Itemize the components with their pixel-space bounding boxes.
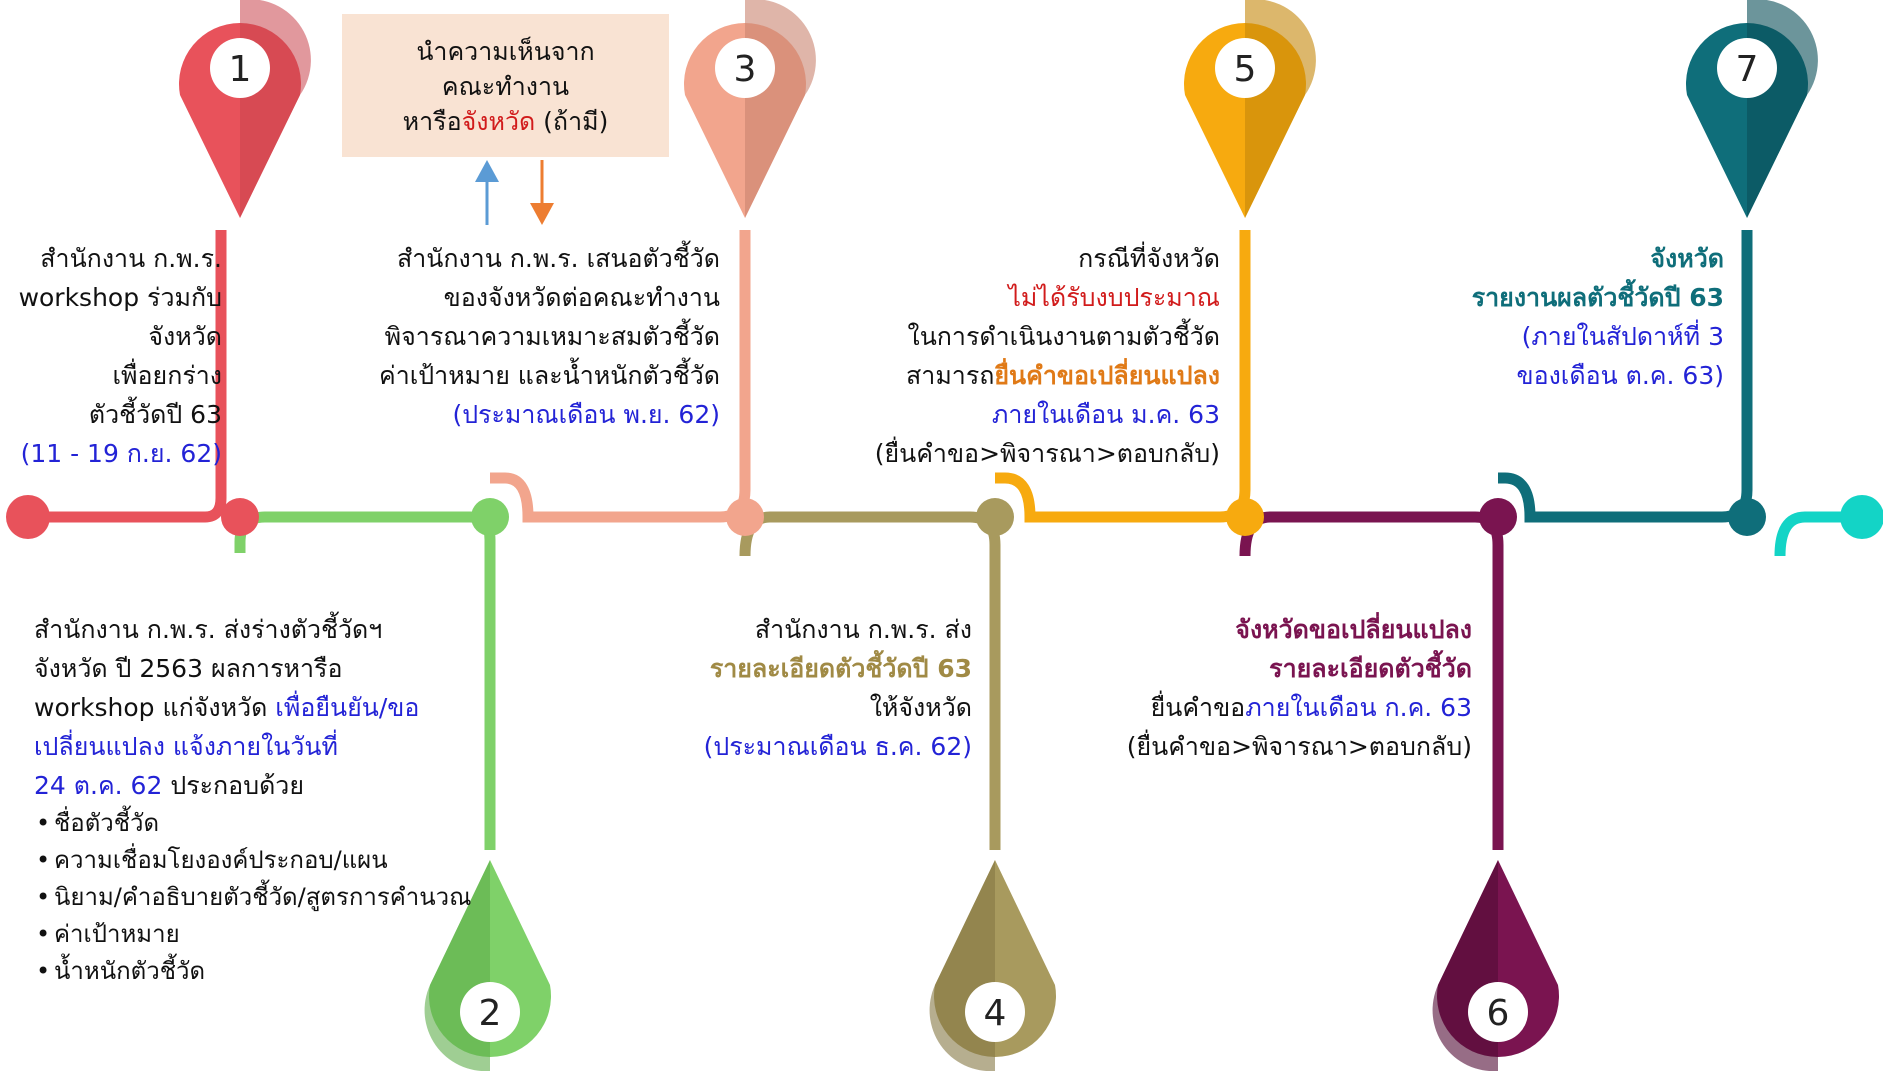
step-5-line-5: ภายในเดือน ม.ค. 63 xyxy=(991,400,1220,429)
step-7-line-2: รายงานผลตัวชี้วัดปี 63 xyxy=(1471,283,1724,312)
step-2-line-5b: ประกอบด้วย xyxy=(162,771,304,800)
step-1-line-1: สำนักงาน ก.พ.ร. xyxy=(40,244,222,273)
step-7-text: จังหวัด รายงานผลตัวชี้วัดปี 63 (ภายในสัป… xyxy=(1380,239,1724,395)
step-6-line-4: (ยื่นคำขอ>พิจารณา>ตอบกลับ) xyxy=(1126,732,1472,761)
step-2-line-4: เปลี่ยนแปลง แจ้งภายในวันที่ xyxy=(34,732,338,761)
step-5-line-4a: สามารถ xyxy=(906,361,995,390)
step-6-line-3a: ยื่นคำขอ xyxy=(1150,693,1246,722)
list-item: ชื่อตัวชี้วัด xyxy=(36,805,484,842)
step-2-line-5a: 24 ต.ค. 62 xyxy=(34,771,163,800)
pin-5: 5 xyxy=(1184,0,1316,219)
pin-4: 4 xyxy=(929,860,1056,1071)
step-2-line-3b: เพื่อยืนยัน/ขอ xyxy=(275,693,420,722)
list-item: นิยาม/คำอธิบายตัวชี้วัด/สูตรการคำนวณ xyxy=(36,879,484,916)
step-5-line-3: ในการดำเนินงานตามตัวชี้วัด xyxy=(907,322,1221,351)
step-3-line-1: สำนักงาน ก.พ.ร. เสนอตัวชี้วัด xyxy=(396,244,720,273)
step-3-line-2: ของจังหวัดต่อคณะทำงาน xyxy=(443,283,720,312)
box-line-2: คณะทำงาน xyxy=(441,72,570,101)
consult-box-text: นำความเห็นจาก คณะทำงาน หารือจังหวัด (ถ้า… xyxy=(342,34,669,139)
step-2-line-5: 24 ต.ค. 62 ประกอบด้วย xyxy=(34,766,484,805)
step-1-text: สำนักงาน ก.พ.ร. workshop ร่วมกับ จังหวัด… xyxy=(0,239,222,473)
timeline-end-dot xyxy=(1840,495,1883,539)
box-line-3a: หารือ xyxy=(402,107,462,136)
step-6-line-3: ยื่นคำขอภายในเดือน ก.ค. 63 xyxy=(1060,688,1472,727)
step-4-line-3: ให้จังหวัด xyxy=(869,693,972,722)
list-item: ความเชื่อมโยงองค์ประกอบ/แผน xyxy=(36,842,484,879)
arrow-down-head xyxy=(530,203,554,225)
pin-number-5: 5 xyxy=(1234,49,1257,90)
step-3-line-4: ค่าเป้าหมาย และน้ำหนักตัวชี้วัด xyxy=(378,361,720,390)
step-7-line-1: จังหวัด xyxy=(1650,244,1724,273)
step-4-line-1: สำนักงาน ก.พ.ร. ส่ง xyxy=(754,615,972,644)
step-5-text: กรณีที่จังหวัด ไม่ได้รับงบประมาณ ในการดำ… xyxy=(800,239,1220,473)
step-4-text: สำนักงาน ก.พ.ร. ส่ง รายละเอียดตัวชี้วัดป… xyxy=(620,610,972,766)
node-4 xyxy=(976,498,1014,536)
list-item: น้ำหนักตัวชี้วัด xyxy=(36,953,484,990)
step-5-line-4: สามารถยื่นคำขอเปลี่ยนแปลง xyxy=(800,356,1220,395)
step-3-line-3: พิจารณาความเหมาะสมตัวชี้วัด xyxy=(384,322,720,351)
step-2-line-3: workshop แก่จังหวัด เพื่อยืนยัน/ขอ xyxy=(34,688,484,727)
step-5-line-2: ไม่ได้รับงบประมาณ xyxy=(1008,283,1220,312)
timeline-start-dot xyxy=(6,495,50,539)
step-2-line-1: สำนักงาน ก.พ.ร. ส่งร่างตัวชี้วัดฯ xyxy=(34,615,383,644)
step-1-line-5: ตัวชี้วัดปี 63 xyxy=(88,400,222,429)
step-4-line-2: รายละเอียดตัวชี้วัดปี 63 xyxy=(709,654,972,683)
node-2 xyxy=(471,498,509,536)
box-arrows xyxy=(475,160,554,225)
pin-1: 1 xyxy=(179,0,311,219)
step-1-date: (11 - 19 ก.ย. 62) xyxy=(20,439,222,468)
node-1 xyxy=(221,498,259,536)
step-1-line-2: workshop ร่วมกับ xyxy=(18,283,222,312)
box-line-3b: จังหวัด xyxy=(461,107,536,136)
step-5-line-4b: ยื่นคำขอเปลี่ยนแปลง xyxy=(994,361,1220,390)
box-line-3c: (ถ้ามี) xyxy=(535,107,609,136)
step-1-line-3: จังหวัด xyxy=(148,322,222,351)
step-7-line-4: ของเดือน ต.ค. 63) xyxy=(1516,361,1724,390)
pin-number-1: 1 xyxy=(229,49,252,90)
node-6 xyxy=(1479,498,1517,536)
arrow-up-head xyxy=(475,160,499,182)
node-3 xyxy=(726,498,764,536)
step-5-line-6: (ยื่นคำขอ>พิจารณา>ตอบกลับ) xyxy=(874,439,1220,468)
consult-box xyxy=(342,14,669,157)
box-line-3: หารือจังหวัด (ถ้ามี) xyxy=(342,104,669,139)
step-1-line-4: เพื่อยกร่าง xyxy=(112,361,223,390)
step-3-date: (ประมาณเดือน พ.ย. 62) xyxy=(452,400,720,429)
step-4-date: (ประมาณเดือน ธ.ค. 62) xyxy=(703,732,972,761)
pin-6: 6 xyxy=(1432,860,1560,1071)
pin-3: 3 xyxy=(683,0,816,219)
timeline-segment-8 xyxy=(1774,511,1860,557)
step-2-text: สำนักงาน ก.พ.ร. ส่งร่างตัวชี้วัดฯ จังหวั… xyxy=(34,610,484,990)
pin-7: 7 xyxy=(1686,0,1818,219)
pin-number-2: 2 xyxy=(479,993,502,1034)
step-6-line-3b: ภายในเดือน ก.ค. 63 xyxy=(1245,693,1472,722)
step-6-line-2: รายละเอียดตัวชี้วัด xyxy=(1269,654,1472,683)
step-3-text: สำนักงาน ก.พ.ร. เสนอตัวชี้วัด ของจังหวัด… xyxy=(320,239,720,434)
step-2-line-2: จังหวัด ปี 2563 ผลการหารือ xyxy=(34,654,343,683)
step-7-line-3: (ภายในสัปดาห์ที่ 3 xyxy=(1521,322,1724,351)
pin-number-7: 7 xyxy=(1736,49,1759,90)
step-6-text: จังหวัดขอเปลี่ยนแปลง รายละเอียดตัวชี้วัด… xyxy=(1060,610,1472,766)
list-item: ค่าเป้าหมาย xyxy=(36,916,484,953)
pin-number-6: 6 xyxy=(1487,993,1510,1034)
timeline-segment-1 xyxy=(28,230,227,523)
step-2-bullet-list: ชื่อตัวชี้วัด ความเชื่อมโยงองค์ประกอบ/แผ… xyxy=(34,805,484,990)
step-2-line-3a: workshop แก่จังหวัด xyxy=(34,693,276,722)
pin-number-3: 3 xyxy=(734,49,757,90)
box-line-1: นำความเห็นจาก xyxy=(416,37,595,66)
node-5 xyxy=(1226,498,1264,536)
node-7 xyxy=(1728,498,1766,536)
pin-number-4: 4 xyxy=(984,993,1007,1034)
step-6-line-1: จังหวัดขอเปลี่ยนแปลง xyxy=(1235,615,1472,644)
step-5-line-1: กรณีที่จังหวัด xyxy=(1078,244,1220,273)
